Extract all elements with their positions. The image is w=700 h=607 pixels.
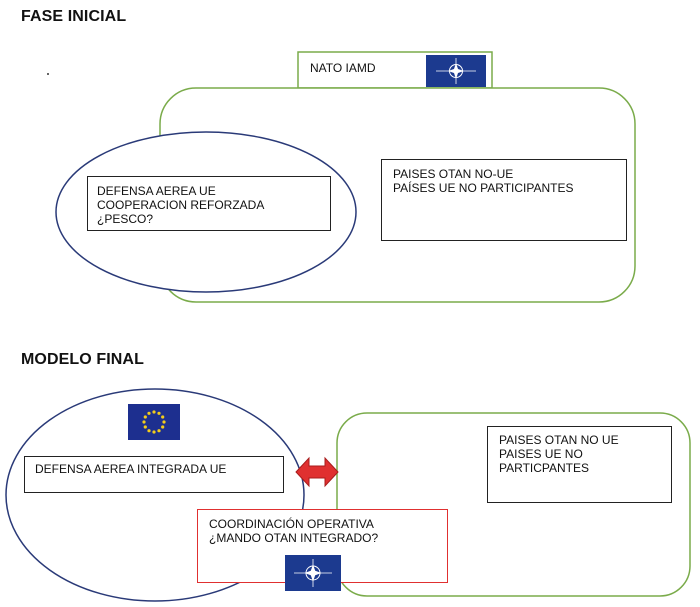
nato-iamd-label: NATO IAMD bbox=[310, 61, 376, 75]
eu-integrated-text: DEFENSA AEREA INTEGRADA UE bbox=[35, 462, 227, 476]
nato-non-participant-text: PAISES OTAN NO UE PAISES UE NO PARTICPAN… bbox=[499, 433, 619, 475]
eu-cooperation-text: DEFENSA AEREA UE COOPERACION REFORZADA ¿… bbox=[97, 184, 265, 226]
stray-dot bbox=[47, 73, 49, 75]
coordination-text: COORDINACIÓN OPERATIVA ¿MANDO OTAN INTEG… bbox=[209, 517, 379, 545]
nato-flag-icon bbox=[426, 55, 486, 87]
double-arrow-icon bbox=[295, 456, 339, 488]
heading-fase-inicial: FASE INICIAL bbox=[21, 8, 127, 25]
eu-flag-icon bbox=[128, 404, 180, 440]
nato-non-participant-box: PAISES OTAN NO UE PAISES UE NO PARTICPAN… bbox=[487, 426, 672, 503]
nato-non-eu-box: PAISES OTAN NO-UE PAÍSES UE NO PARTICIPA… bbox=[381, 159, 627, 241]
eu-cooperation-box: DEFENSA AEREA UE COOPERACION REFORZADA ¿… bbox=[87, 176, 331, 231]
nato-non-eu-text: PAISES OTAN NO-UE PAÍSES UE NO PARTICIPA… bbox=[393, 167, 574, 195]
nato-flag-icon bbox=[285, 555, 341, 591]
heading-modelo-final: MODELO FINAL bbox=[21, 351, 144, 368]
eu-integrated-box: DEFENSA AEREA INTEGRADA UE bbox=[24, 456, 284, 493]
